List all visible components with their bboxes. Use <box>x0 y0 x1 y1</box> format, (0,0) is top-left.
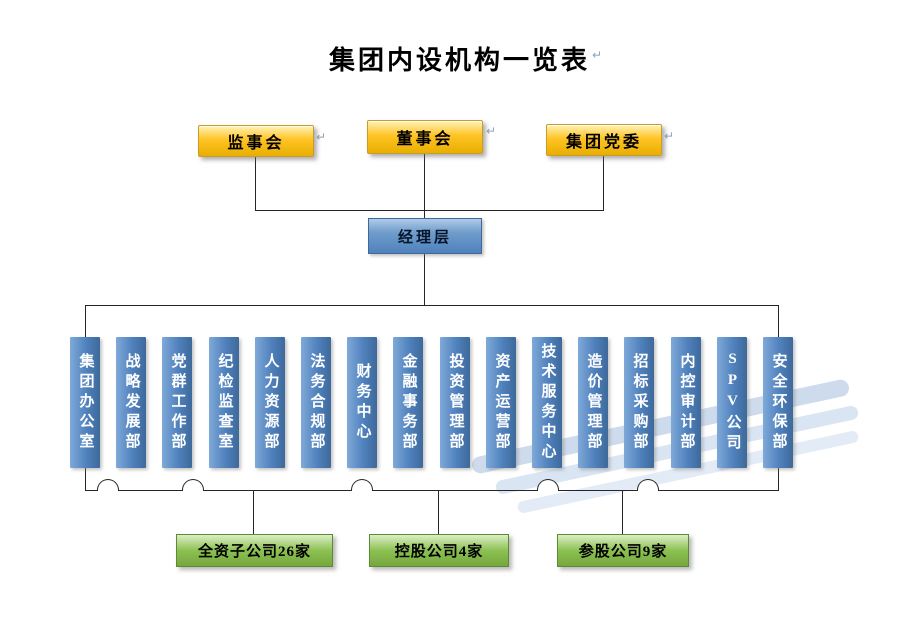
department-label: 安全环保部 <box>770 352 787 453</box>
department-label: 资产运营部 <box>493 352 510 453</box>
connector-line <box>255 210 604 211</box>
department-label: 投资管理部 <box>447 352 464 453</box>
connector-line <box>424 152 425 218</box>
department-label: 金融事务部 <box>400 352 417 453</box>
department-box: 党群工作部 <box>162 337 192 468</box>
department-box: 资产运营部 <box>486 337 516 468</box>
connector-line <box>85 490 779 491</box>
department-box: 战略发展部 <box>116 337 146 468</box>
department-label: 招标采购部 <box>631 352 648 453</box>
supervisory-board-box: 监事会 <box>198 125 314 157</box>
department-label: 集团办公室 <box>77 352 94 453</box>
paragraph-mark: ↵ <box>592 48 603 62</box>
department-box: 招标采购部 <box>624 337 654 468</box>
page-title: 集团内设机构一览表 <box>328 46 590 75</box>
department-box: 法务合规部 <box>301 337 331 468</box>
department-label: 财务中心 <box>354 362 371 443</box>
department-label: 战略发展部 <box>123 352 140 453</box>
board-of-directors-box: 董事会 <box>367 120 483 154</box>
connector-line <box>603 155 604 211</box>
department-label: 人力资源部 <box>262 352 279 453</box>
department-label: SPV公司 <box>724 351 741 454</box>
paragraph-mark: ↵ <box>486 124 497 138</box>
department-label: 法务合规部 <box>308 352 325 453</box>
department-label: 造价管理部 <box>585 352 602 453</box>
subsidiary-label: 控股公司4家 <box>394 544 484 560</box>
subsidiary-box: 全资子公司26家 <box>176 534 333 567</box>
department-box: 投资管理部 <box>440 337 470 468</box>
department-label: 内控审计部 <box>678 352 695 453</box>
department-label: 技术服务中心 <box>539 342 556 463</box>
management-label: 经理层 <box>397 229 452 246</box>
subsidiary-box: 参股公司9家 <box>557 534 689 567</box>
board-of-directors-label: 董事会 <box>396 131 454 148</box>
subsidiary-label: 全资子公司26家 <box>197 544 311 560</box>
connector-line <box>424 252 425 306</box>
subsidiary-box: 控股公司4家 <box>369 534 509 567</box>
connector-line <box>255 155 256 211</box>
department-box: 集团办公室 <box>70 337 100 468</box>
department-label: 纪检监查室 <box>216 352 233 453</box>
department-box: 人力资源部 <box>255 337 285 468</box>
subsidiary-label: 参股公司9家 <box>578 544 668 560</box>
department-label: 党群工作部 <box>169 352 186 453</box>
department-box: 安全环保部 <box>763 337 793 468</box>
department-box: 纪检监查室 <box>209 337 239 468</box>
connector-line <box>622 490 623 534</box>
department-box: 技术服务中心 <box>532 337 562 468</box>
department-box: 金融事务部 <box>393 337 423 468</box>
line-hop <box>97 479 119 491</box>
supervisory-board-label: 监事会 <box>227 135 285 152</box>
line-hop <box>182 479 204 491</box>
connector-line <box>85 305 779 306</box>
department-box: 内控审计部 <box>671 337 701 468</box>
party-committee-box: 集团党委 <box>546 124 662 156</box>
management-box: 经理层 <box>368 218 482 254</box>
department-box: 造价管理部 <box>578 337 608 468</box>
line-hop <box>351 479 373 491</box>
connector-line <box>438 490 439 534</box>
connector-line <box>253 490 254 534</box>
department-box: 财务中心 <box>347 337 377 468</box>
paragraph-mark: ↵ <box>664 129 675 143</box>
department-box: SPV公司 <box>717 337 747 468</box>
paragraph-mark: ↵ <box>316 130 327 144</box>
party-committee-label: 集团党委 <box>565 134 642 151</box>
